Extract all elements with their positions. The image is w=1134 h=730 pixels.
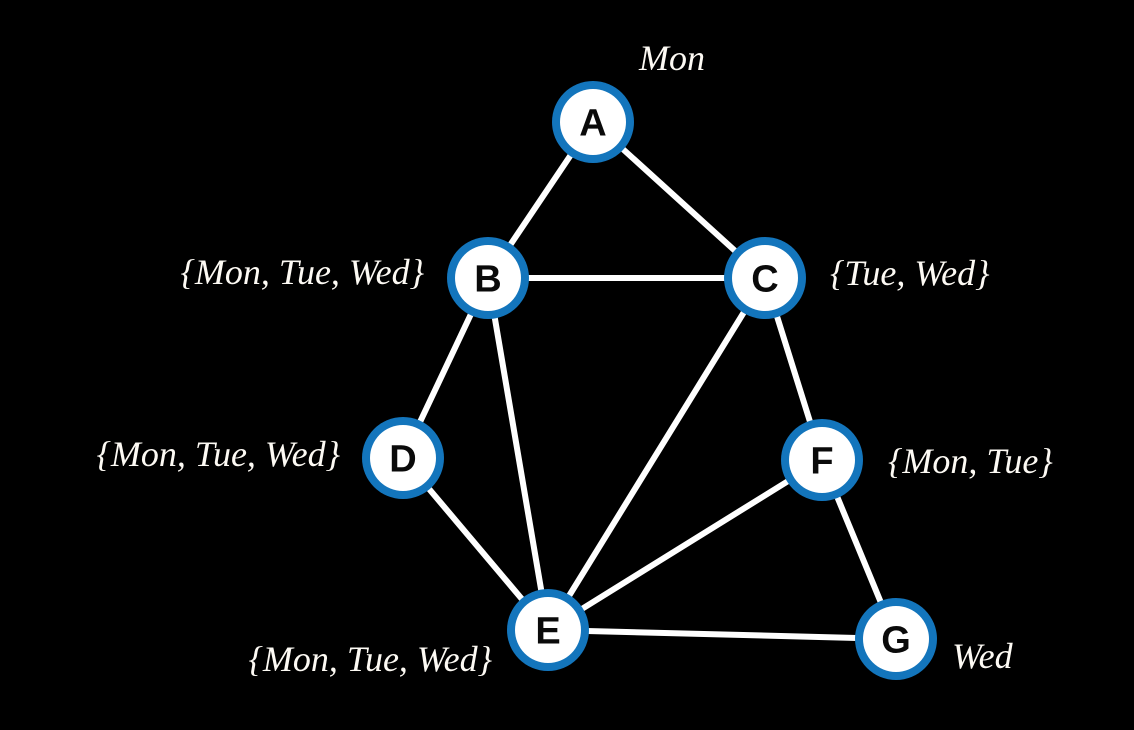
- node-B-body: [455, 245, 521, 311]
- node-F-body: [789, 427, 855, 493]
- node-E-body: [515, 597, 581, 663]
- node-G-body: [863, 606, 929, 672]
- node-D-body: [370, 425, 436, 491]
- node-A-domain-label: Mon: [638, 38, 705, 78]
- node-E-letter: E: [535, 611, 560, 653]
- node-F-domain-label: {Mon, Tue}: [888, 441, 1053, 481]
- node-G-letter: G: [881, 620, 911, 662]
- node-E-domain-label: {Mon, Tue, Wed}: [249, 639, 493, 679]
- node-C-letter: C: [751, 259, 778, 301]
- node-A-letter: A: [579, 103, 606, 145]
- node-B-domain-label: {Mon, Tue, Wed}: [181, 252, 425, 292]
- edge-E-F: [545, 457, 825, 633]
- node-D-domain-label: {Mon, Tue, Wed}: [97, 434, 341, 474]
- node-D-letter: D: [389, 439, 416, 481]
- edge-E-G: [545, 627, 899, 642]
- edge-C-E: [545, 275, 768, 633]
- node-F-letter: F: [810, 441, 833, 483]
- node-C-domain-label: {Tue, Wed}: [830, 253, 990, 293]
- label-layer: Mon {Mon, Tue, Wed} {Tue, Wed} {Mon, Tue, W…: [97, 38, 1054, 679]
- node-G-domain-label: Wed: [952, 636, 1014, 676]
- node-B-letter: B: [474, 259, 501, 301]
- edge-B-E: [485, 275, 551, 633]
- node-layer: A B C D E F G: [362, 81, 937, 680]
- node-A-body: [560, 89, 626, 155]
- node-C-body: [732, 245, 798, 311]
